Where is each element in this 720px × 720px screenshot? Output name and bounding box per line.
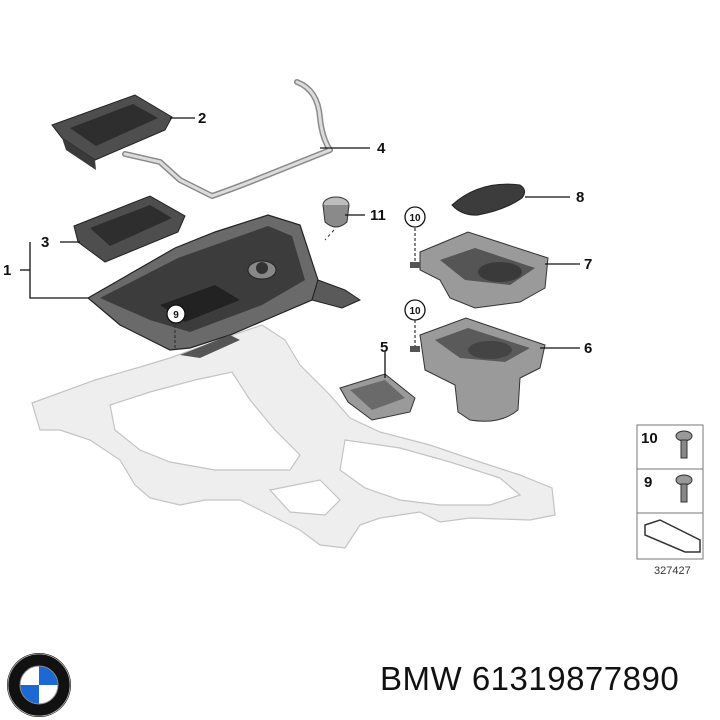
callout-1: 1: [3, 262, 11, 279]
part-number-label: BMW 61319877890: [380, 660, 680, 697]
part-5-small-tray: [339, 373, 416, 421]
callout-7: 7: [584, 256, 592, 273]
callout-4: 4: [377, 140, 386, 157]
svg-text:10: 10: [409, 213, 421, 224]
screw-icon-9: [675, 474, 693, 503]
circle-label-10-lower: 10: [404, 299, 426, 321]
screw-10-upper: [410, 228, 420, 268]
circle-label-10-upper: 10: [404, 206, 426, 228]
part-2-tray: [51, 94, 173, 170]
part-4-trim-strip: [122, 79, 333, 199]
leader-lines: [20, 117, 580, 378]
fastener-legend: 10 9 327427: [636, 424, 704, 577]
screw-10-lower: [410, 320, 420, 352]
view-arrow-icon: [644, 519, 701, 553]
reference-number: 327427: [654, 565, 691, 577]
part-6-cupholder-body: [419, 317, 546, 422]
screw-icon-10: [675, 430, 693, 459]
callout-6: 6: [584, 340, 592, 357]
svg-text:10: 10: [409, 306, 421, 317]
callout-5: 5: [380, 339, 388, 356]
legend-label-10: 10: [641, 430, 658, 447]
part-1-console-housing: [86, 214, 362, 358]
bmw-logo: [7, 653, 71, 717]
part-7-cupholder-insert: [419, 231, 549, 309]
callout-3: 3: [41, 234, 49, 251]
callout-11: 11: [370, 207, 386, 224]
svg-text:9: 9: [173, 310, 179, 321]
circle-label-9: 9: [166, 304, 186, 324]
console-frame: [31, 324, 556, 549]
part-8-cover: [451, 183, 526, 216]
callout-8: 8: [576, 189, 584, 206]
part-11-knob: [322, 196, 350, 241]
callout-2: 2: [198, 110, 206, 127]
legend-label-9: 9: [644, 474, 652, 491]
